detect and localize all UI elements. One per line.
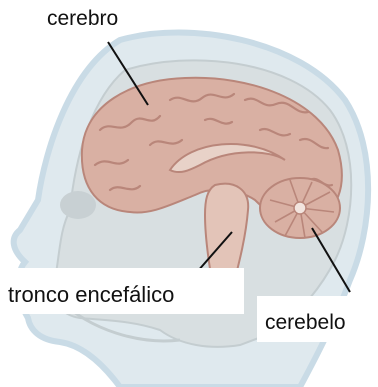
label-tronco-encefalico: tronco encefálico [0,268,244,314]
cerebellum [260,178,340,238]
label-cerebro: cerebro [47,8,118,29]
eye-socket [60,191,96,219]
label-cerebelo: cerebelo [257,296,378,342]
